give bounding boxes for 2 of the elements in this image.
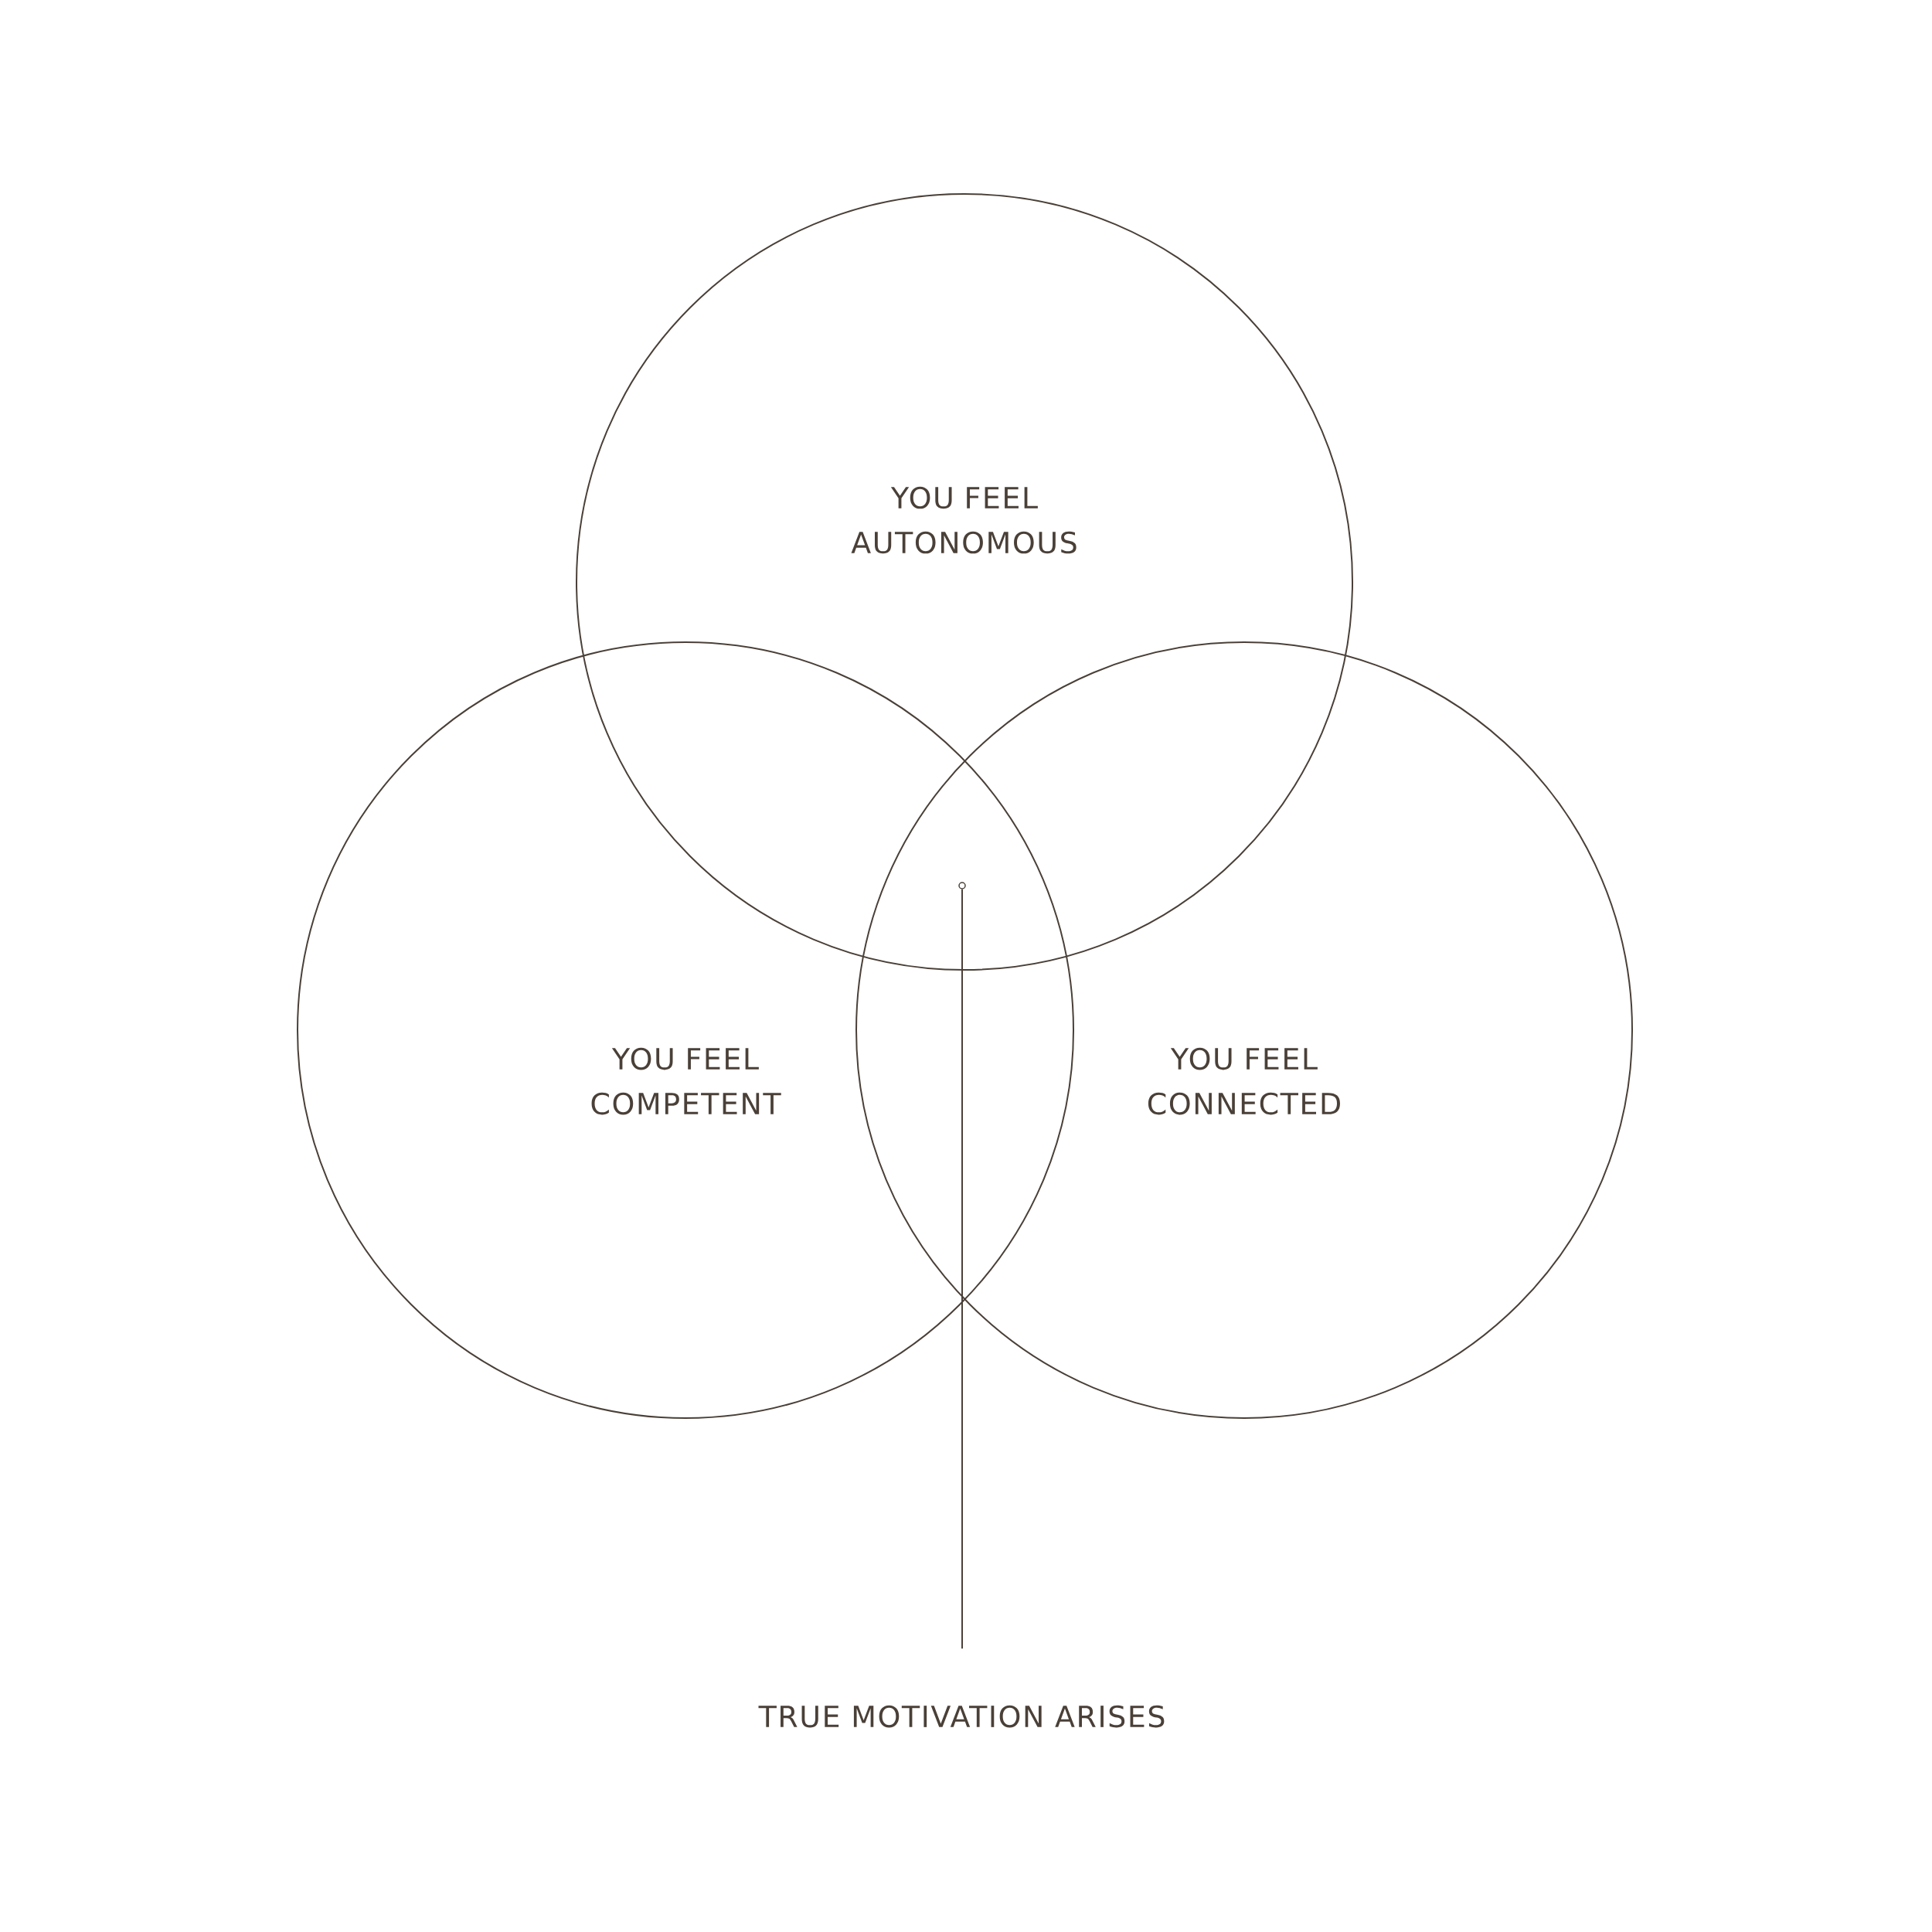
caption-text: TRUE MOTIVATION ARISES [758,1705,1165,1728]
leader-line [961,888,963,1650]
